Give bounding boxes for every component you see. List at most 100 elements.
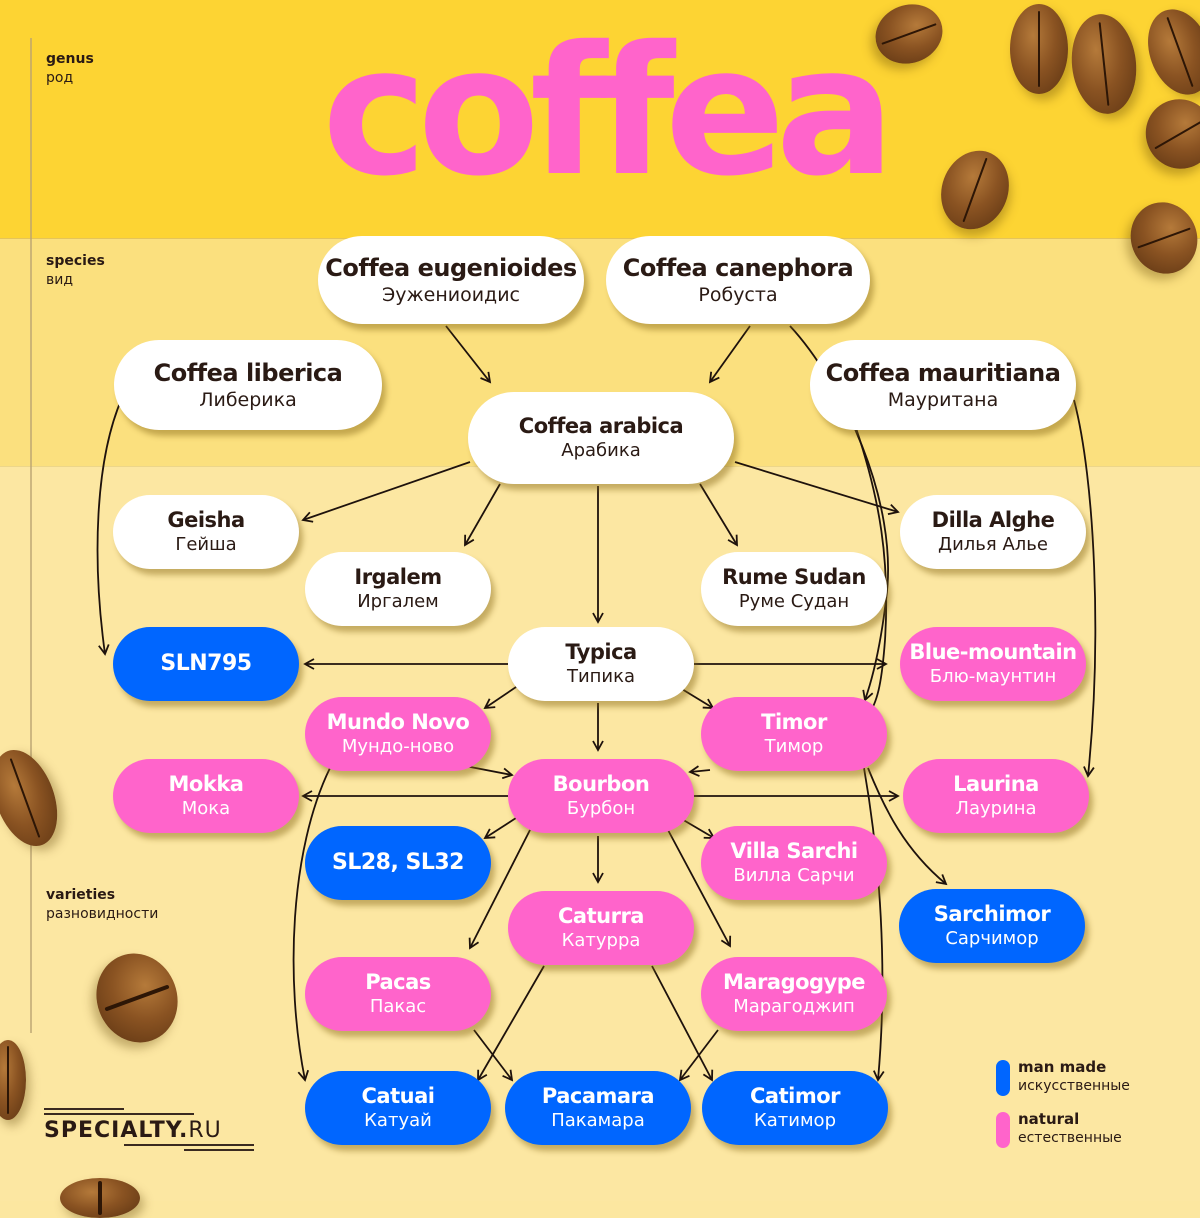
node-coffea-arabica: Coffea arabica Арабика: [468, 392, 734, 484]
level-genus-ru: род: [46, 70, 74, 86]
node-label-ru: Либерика: [199, 389, 297, 411]
level-label-varieties: varieties разновидности: [46, 886, 158, 924]
node-label-en: Bourbon: [552, 772, 650, 796]
node-label-ru: Вилла Сарчи: [733, 865, 855, 886]
node-coffea-liberica: Coffea liberica Либерика: [114, 340, 382, 430]
node-sarchimor: Sarchimor Сарчимор: [899, 889, 1085, 963]
node-label-ru: Бурбон: [566, 798, 636, 819]
node-label-ru: Пакамара: [551, 1110, 645, 1131]
node-geisha: Geisha Гейша: [113, 495, 299, 569]
node-coffea-canephora: Coffea canephora Робуста: [606, 236, 870, 324]
node-label-ru: Эужениоидис: [382, 284, 520, 306]
coffee-bean-image: [1010, 4, 1068, 94]
node-label-en: Sarchimor: [933, 902, 1051, 926]
node-label-ru: Мока: [181, 798, 231, 819]
node-label-en: Pacas: [365, 970, 431, 994]
logo-suffix: RU: [188, 1118, 222, 1143]
node-irgalem: Irgalem Иргалем: [305, 552, 491, 626]
level-species-ru: вид: [46, 272, 74, 288]
node-label-ru: Сарчимор: [945, 928, 1039, 949]
specialty-logo: SPECIALTY.RU: [44, 1108, 259, 1154]
node-mokka: Mokka Мока: [113, 759, 299, 833]
level-varieties-ru: разновидности: [46, 906, 159, 922]
node-mundo-novo: Mundo Novo Мундо-ново: [305, 697, 491, 771]
node-label-ru: Тимор: [764, 736, 824, 757]
node-label-ru: Иргалем: [357, 591, 439, 612]
node-pacamara: Pacamara Пакамара: [505, 1071, 691, 1145]
node-label-en: Caturra: [558, 904, 644, 928]
node-label-en: Timor: [761, 710, 827, 734]
level-divider-line: [30, 38, 32, 1033]
node-label-ru: Катимор: [753, 1110, 836, 1131]
legend: man made искусственные natural естествен…: [996, 1058, 1130, 1162]
node-timor: Timor Тимор: [701, 697, 887, 771]
node-label-en: Geisha: [167, 508, 245, 532]
node-sl28-sl32: SL28, SL32: [305, 826, 491, 900]
node-catimor: Catimor Катимор: [702, 1071, 888, 1145]
node-label-ru: Арабика: [561, 440, 641, 461]
node-label-ru: Мундо-ново: [341, 736, 455, 757]
node-villa-sarchi: Villa Sarchi Вилла Сарчи: [701, 826, 887, 900]
node-label-ru: Робуста: [698, 284, 778, 306]
node-label-en: Maragogype: [722, 970, 866, 994]
node-coffea-mauritiana: Coffea mauritiana Мауритана: [810, 340, 1076, 430]
node-label-en: Coffea liberica: [153, 359, 343, 387]
node-blue-mountain: Blue-mountain Блю-маунтин: [900, 627, 1086, 701]
node-catuai: Catuai Катуай: [305, 1071, 491, 1145]
node-label-en: Typica: [565, 640, 637, 664]
node-dilla-alghe: Dilla Alghe Дилья Алье: [900, 495, 1086, 569]
node-coffea-eugenioides: Coffea eugenioides Эужениоидис: [318, 236, 584, 324]
node-label-en: Catuai: [361, 1084, 435, 1108]
node-rume-sudan: Rume Sudan Руме Судан: [701, 552, 887, 626]
level-species-en: species: [46, 253, 105, 269]
node-label-ru: Катуай: [364, 1110, 432, 1131]
node-label-ru: Лаурина: [955, 798, 1037, 819]
node-label-en: Coffea eugenioides: [325, 254, 577, 282]
blue-swatch-icon: [996, 1060, 1010, 1096]
node-label-en: Pacamara: [541, 1084, 655, 1108]
node-caturra: Caturra Катурра: [508, 891, 694, 965]
logo-line: [124, 1144, 254, 1146]
node-label-ru: Пакас: [369, 996, 427, 1017]
level-varieties-en: varieties: [46, 887, 116, 903]
node-label-ru: Гейша: [175, 534, 237, 555]
node-label-en: Mokka: [168, 772, 244, 796]
node-pacas: Pacas Пакас: [305, 957, 491, 1031]
legend-item-man-made: man made искусственные: [996, 1058, 1130, 1110]
logo-line: [44, 1113, 194, 1115]
node-label-en: Catimor: [750, 1084, 841, 1108]
legend-label-en: man made: [1018, 1058, 1107, 1076]
logo-line: [184, 1149, 254, 1151]
level-label-genus: genus род: [46, 50, 94, 88]
pink-swatch-icon: [996, 1112, 1010, 1148]
node-label-en: SLN795: [160, 651, 252, 676]
node-label-ru: Блю-маунтин: [929, 666, 1057, 687]
node-label-en: SL28, SL32: [332, 850, 464, 875]
node-label-en: Villa Sarchi: [730, 839, 858, 863]
node-label-ru: Дилья Алье: [938, 534, 1048, 555]
node-label-en: Blue-mountain: [909, 640, 1077, 664]
node-typica: Typica Типика: [508, 627, 694, 701]
logo-line: [44, 1108, 124, 1110]
node-laurina: Laurina Лаурина: [903, 759, 1089, 833]
node-label-ru: Руме Судан: [738, 591, 850, 612]
level-genus-en: genus: [46, 51, 94, 67]
node-label-en: Coffea mauritiana: [825, 359, 1061, 387]
node-label-ru: Катурра: [561, 930, 641, 951]
node-sln795: SLN795: [113, 627, 299, 701]
node-bourbon: Bourbon Бурбон: [508, 759, 694, 833]
node-maragogype: Maragogype Марагоджип: [701, 957, 887, 1031]
legend-label-en: natural: [1018, 1110, 1080, 1128]
node-label-en: Mundo Novo: [326, 710, 470, 734]
node-label-en: Coffea arabica: [518, 414, 684, 438]
node-label-en: Dilla Alghe: [931, 508, 1055, 532]
node-label-ru: Марагоджип: [733, 996, 855, 1017]
node-label-ru: Типика: [566, 666, 636, 687]
page-title: coffea: [322, 8, 896, 215]
node-label-en: Irgalem: [354, 565, 442, 589]
node-label-en: Rume Sudan: [722, 565, 866, 589]
node-label-en: Laurina: [953, 772, 1039, 796]
level-label-species: species вид: [46, 252, 105, 290]
logo-text: SPECIALTY.: [44, 1118, 189, 1143]
